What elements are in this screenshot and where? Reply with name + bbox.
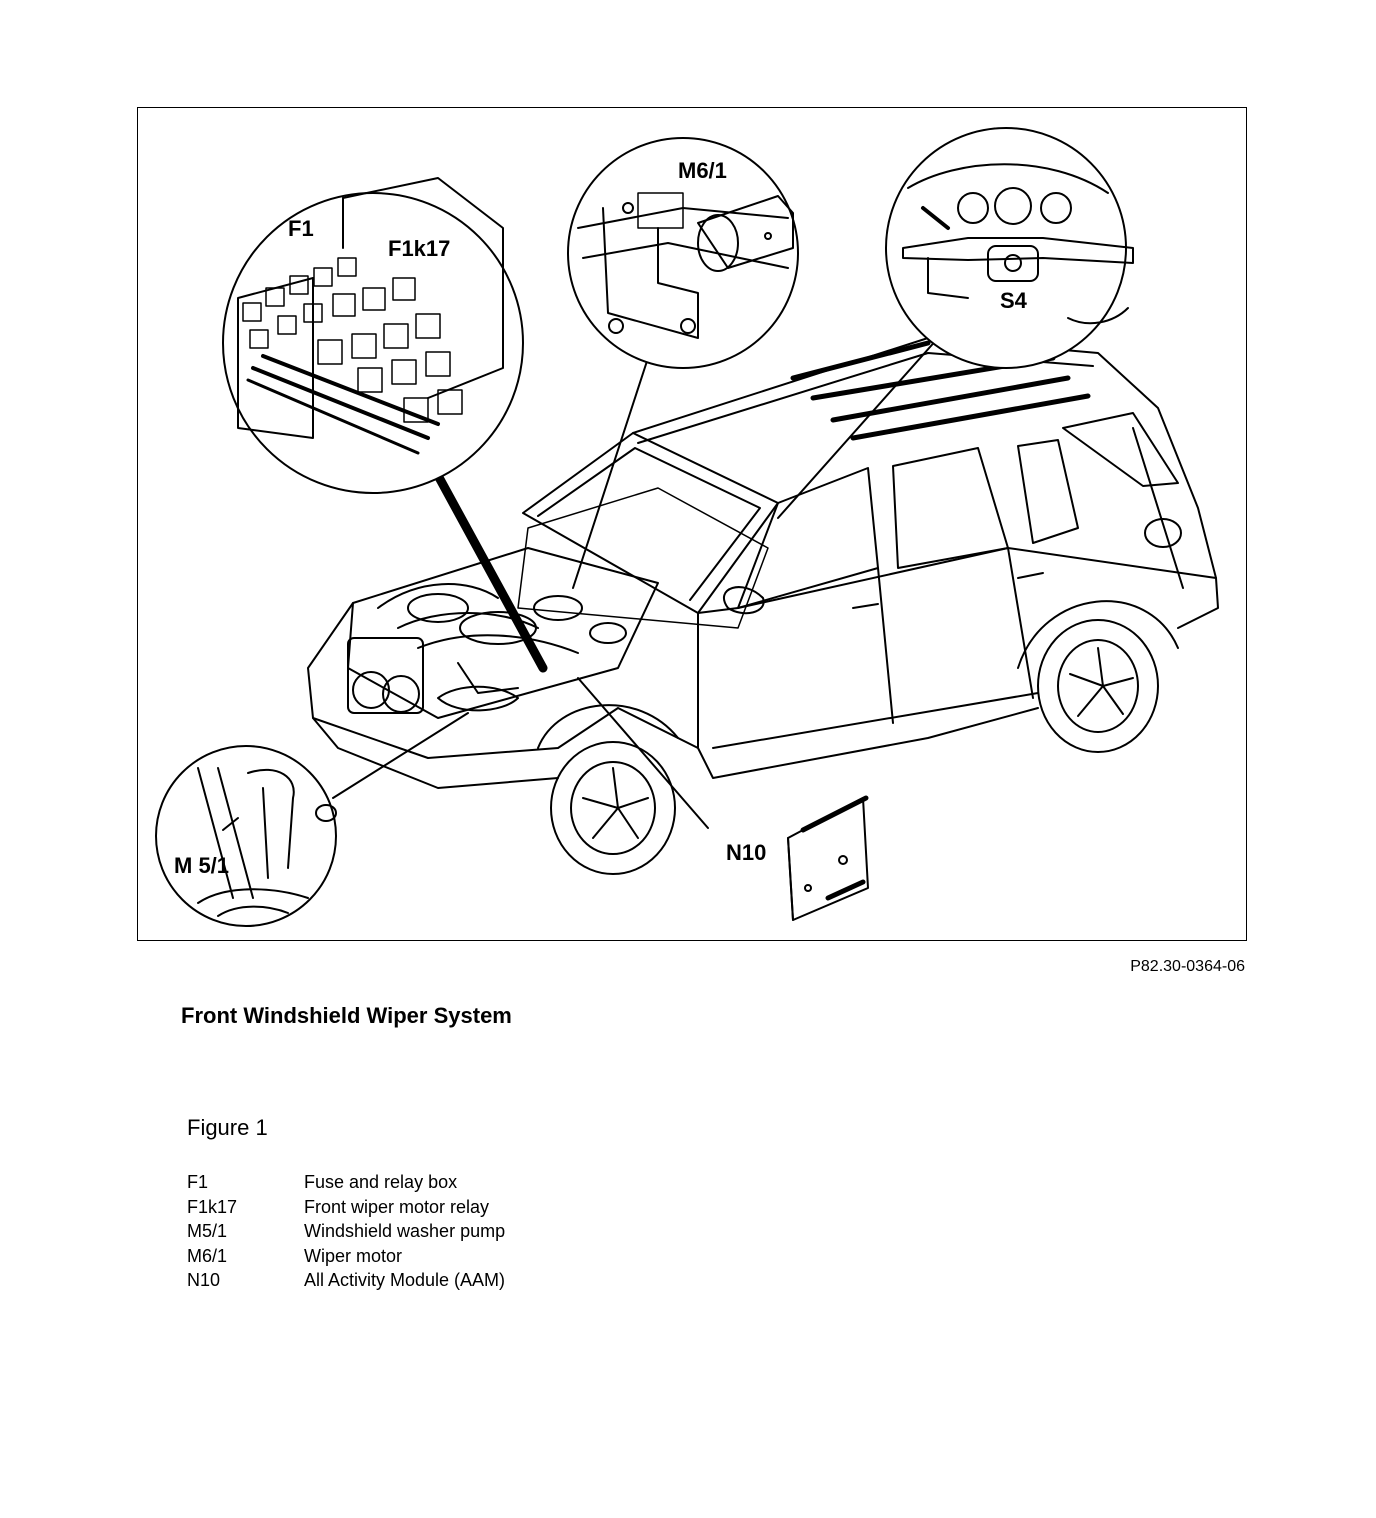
leader-lines xyxy=(332,337,939,829)
vehicle-drawing xyxy=(307,337,1219,875)
callout-f1: F1 xyxy=(288,216,314,241)
legend-description: All Activity Module (AAM) xyxy=(304,1270,506,1290)
callout-s4: S4 xyxy=(1000,288,1028,313)
legend-description: Wiper motor xyxy=(304,1245,403,1266)
legend-description: Front wiper motor relay xyxy=(304,1196,490,1217)
callout-labels: F1 F1k17 M6/1 S4 M 5/1 N10 xyxy=(174,158,1028,878)
combination-switch-detail xyxy=(885,127,1134,369)
legend-code: M5/1 xyxy=(187,1221,228,1241)
legend-code: M6/1 xyxy=(187,1245,228,1266)
legend-description: Fuse and relay box xyxy=(304,1172,458,1192)
washer-pump-detail xyxy=(155,745,337,927)
legend-code: N10 xyxy=(187,1270,221,1290)
figure-reference-code: P82.30-0364-06 xyxy=(1130,958,1245,975)
legend-row: F1k17 Front wiper motor relay xyxy=(187,1195,505,1220)
callout-n10: N10 xyxy=(726,840,766,865)
page-title: Front Windshield Wiper System xyxy=(181,1003,512,1028)
wiper-system-illustration: F1 F1k17 M6/1 S4 M 5/1 N10 xyxy=(155,127,1219,927)
wiper-motor-detail xyxy=(567,137,799,369)
legend-row: M5/1 Windshield washer pump xyxy=(187,1219,505,1244)
callout-m5-1: M 5/1 xyxy=(174,853,229,878)
fuse-box-detail xyxy=(222,177,524,494)
legend-code: F1k17 xyxy=(187,1196,238,1217)
callout-f1k17: F1k17 xyxy=(388,236,450,261)
legend-code: F1 xyxy=(187,1172,209,1192)
component-legend: F1 Fuse and relay box F1k17 Front wiper … xyxy=(187,1170,505,1293)
legend-row: N10 All Activity Module (AAM) xyxy=(187,1268,505,1293)
figure-label: Figure 1 xyxy=(187,1115,268,1140)
aam-module-drawing xyxy=(787,795,869,921)
callout-m6-1: M6/1 xyxy=(678,158,727,183)
legend-row: F1 Fuse and relay box xyxy=(187,1170,505,1195)
legend-row: M6/1 Wiper motor xyxy=(187,1244,505,1269)
legend-description: Windshield washer pump xyxy=(304,1221,506,1241)
diagram-frame: F1 F1k17 M6/1 S4 M 5/1 N10 xyxy=(137,107,1247,941)
